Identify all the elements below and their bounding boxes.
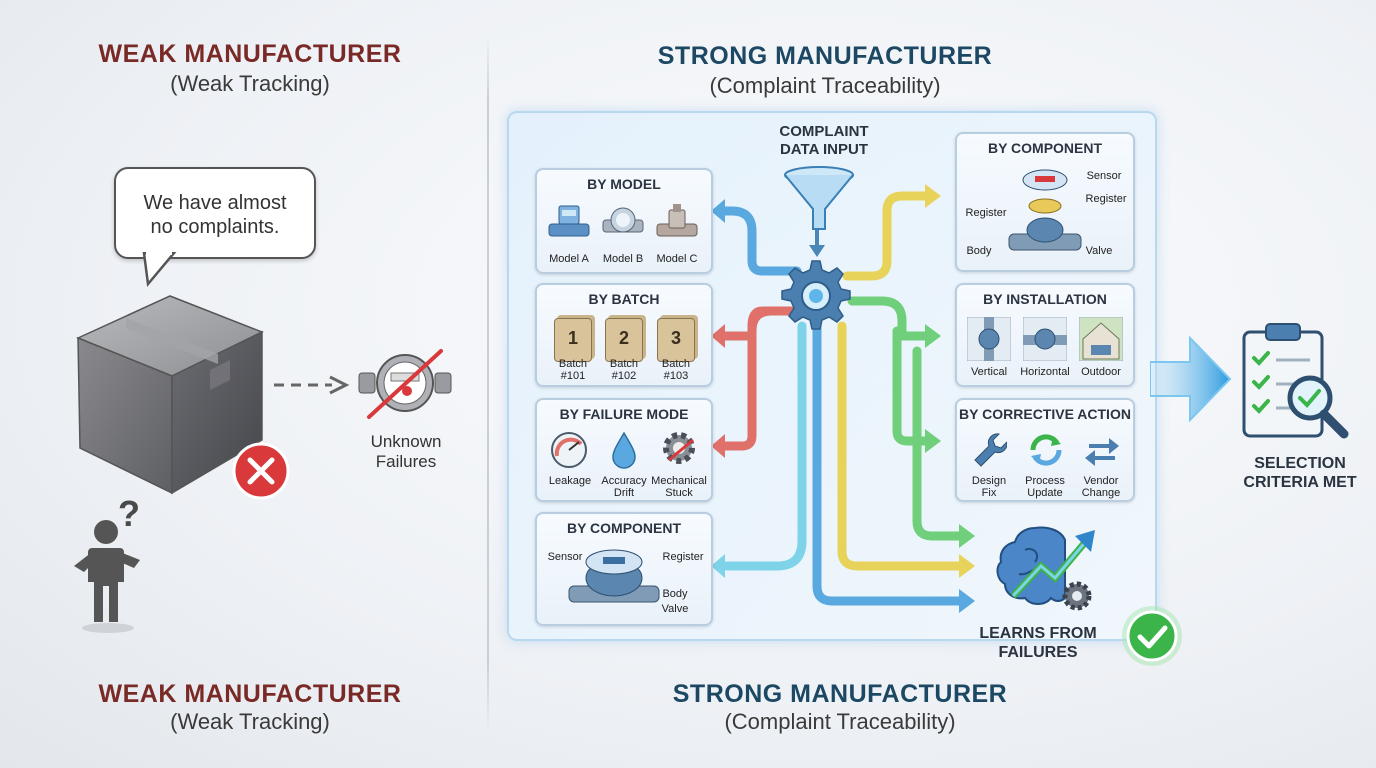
funnel-icon: [784, 166, 854, 230]
process-cycle-icon: [1030, 434, 1062, 466]
card-title: BY FAILURE MODE: [559, 406, 689, 422]
card-by-corrective-action: BY CORRECTIVE ACTION Design Fix Process …: [955, 398, 1135, 502]
vendor-swap-icon: [1085, 438, 1119, 466]
card-item: Valve: [661, 603, 689, 615]
brain-chart-icon: [996, 526, 1095, 611]
card-item: Register: [1085, 193, 1127, 205]
card-item: Vertical: [970, 366, 1008, 378]
outdoor-install-icon: [1079, 317, 1123, 361]
clipboard-magnifier-icon: [1242, 323, 1349, 439]
learns-label: LEARNS FROM FAILURES: [979, 625, 1097, 661]
gear-icon: [781, 260, 851, 330]
card-item: Outdoor: [1081, 366, 1121, 378]
batch-number: 2: [618, 328, 629, 348]
unknown-failures-label: Unknown Failures: [370, 432, 442, 471]
selection-criteria-label: SELECTION CRITERIA MET: [1243, 455, 1357, 491]
card-item: Register: [965, 207, 1007, 219]
card-title: BY CORRECTIVE ACTION: [959, 406, 1131, 422]
card-item: Design Fix: [971, 475, 1007, 499]
batch-101-icon: 1: [554, 318, 592, 362]
card-by-batch: BY BATCH 1 2 3 Batch #101 Batch #102 Bat…: [535, 283, 713, 387]
card-item: Model A: [549, 253, 589, 265]
batch-102-icon: 2: [605, 318, 643, 362]
card-item: Body: [662, 588, 688, 600]
wrench-icon: [974, 433, 1007, 467]
card-item: Process Update: [1025, 475, 1065, 499]
section-divider: [487, 32, 489, 732]
card-item: Accuracy Drift: [601, 475, 647, 499]
meter-model-b-icon: [602, 207, 644, 233]
svg-text:?: ?: [118, 496, 140, 534]
weak-bottom-subtitle: (Weak Tracking): [170, 709, 330, 734]
card-by-installation: BY INSTALLATION Vertical Horizontal Outd…: [955, 283, 1135, 387]
weak-subtitle: (Weak Tracking): [170, 71, 330, 96]
person-question-icon: ?: [74, 496, 140, 633]
meter-model-c-icon: [656, 204, 698, 237]
batch-number: 1: [567, 328, 578, 348]
card-by-component-left: BY COMPONENT Sensor Register Body Valve: [535, 512, 713, 626]
card-by-failure-mode: BY FAILURE MODE Leakage Accuracy Drift M…: [535, 398, 713, 502]
strong-bottom-subtitle: (Complaint Traceability): [724, 709, 956, 734]
card-item: Sensor: [547, 551, 583, 563]
speech-text: We have almost no complaints.: [143, 192, 287, 238]
water-meter-icon: [568, 549, 660, 603]
flow-arrows: [711, 184, 975, 613]
meter-crossed-icon: [358, 349, 452, 419]
card-item: Vendor Change: [1081, 475, 1121, 499]
weak-title: WEAK MANUFACTURER: [98, 40, 402, 68]
gauge-icon: [551, 432, 587, 468]
card-by-component-right: BY COMPONENT Sensor Register Register Bo…: [955, 132, 1135, 272]
card-item: Batch #103: [661, 358, 691, 382]
card-title: BY COMPONENT: [987, 140, 1103, 156]
batch-number: 3: [670, 328, 681, 348]
card-title: BY INSTALLATION: [983, 291, 1107, 307]
mechanical-gear-icon: [663, 432, 695, 464]
card-item: Horizontal: [1020, 366, 1070, 378]
dashed-arrow-icon: [274, 375, 350, 395]
card-item: Model C: [656, 253, 698, 265]
vertical-install-icon: [967, 317, 1011, 361]
card-by-model: BY MODEL Model A Model B Model C: [535, 168, 713, 274]
exploded-meter-icon: [1008, 169, 1082, 251]
card-item: Body: [966, 245, 992, 257]
horizontal-install-icon: [1023, 317, 1067, 361]
card-title: BY MODEL: [587, 176, 661, 192]
speech-bubble: We have almost no complaints.: [114, 167, 316, 259]
card-title: BY COMPONENT: [566, 520, 682, 536]
card-item: Leakage: [548, 475, 592, 487]
card-item: Mechanical Stuck: [651, 475, 707, 499]
card-item: Batch #102: [609, 358, 639, 382]
card-title: BY BATCH: [588, 291, 660, 307]
strong-bottom-title: STRONG MANUFACTURER: [672, 680, 1008, 708]
water-drop-icon: [612, 431, 636, 469]
weak-bottom-title: WEAK MANUFACTURER: [98, 680, 402, 708]
card-item: Register: [662, 551, 704, 563]
card-item: Valve: [1085, 245, 1113, 257]
input-label: COMPLAINT DATA INPUT: [779, 123, 869, 158]
card-item: Batch #101: [558, 358, 588, 382]
strong-title: STRONG MANUFACTURER: [657, 42, 993, 70]
strong-subtitle: (Complaint Traceability): [709, 73, 941, 98]
card-item: Model B: [602, 253, 644, 265]
check-icon: [1122, 606, 1182, 666]
speech-bubble-tail-icon: [142, 252, 177, 287]
card-item: Sensor: [1086, 170, 1122, 182]
x-mark-icon: [232, 442, 290, 500]
batch-103-icon: 3: [657, 318, 695, 362]
meter-model-a-icon: [548, 205, 590, 237]
output-arrow-icon: [1150, 335, 1232, 423]
